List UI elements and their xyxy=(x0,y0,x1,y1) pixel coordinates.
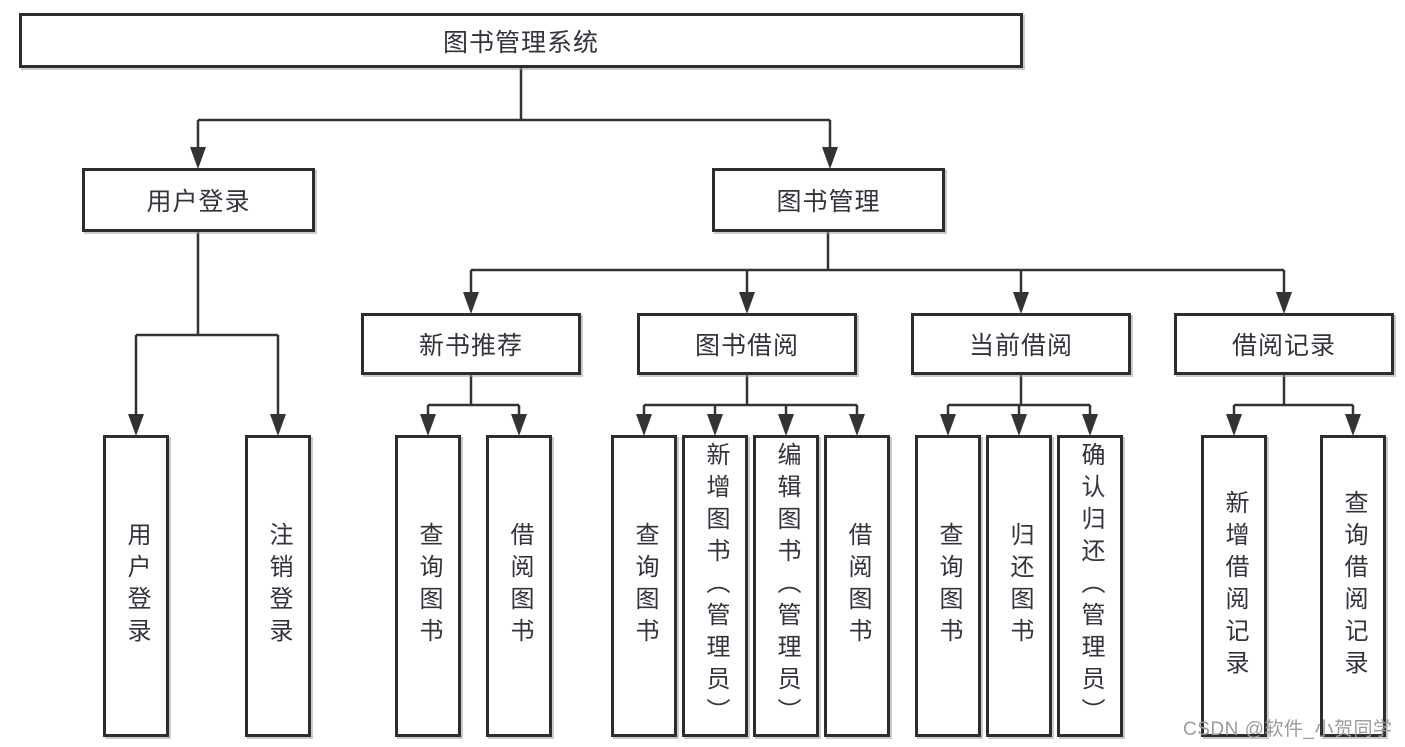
node-label: 图书管理 xyxy=(776,188,881,216)
node-new-book-recommend: 新书推荐 xyxy=(361,313,581,375)
node-label: 查询借阅记录 xyxy=(1340,490,1367,682)
node-label: 借阅图书 xyxy=(506,522,533,650)
leaf-return-books: 归还图书 xyxy=(986,435,1052,737)
leaf-edit-books-admin: 编辑图书（管理员） xyxy=(753,435,819,737)
node-current-borrow: 当前借阅 xyxy=(911,313,1131,375)
leaf-recommend-borrow-books: 借阅图书 xyxy=(486,435,552,737)
leaf-borrow-query-books: 查询图书 xyxy=(611,435,677,737)
node-label: 当前借阅 xyxy=(968,332,1073,360)
leaf-confirm-return-admin: 确认归还（管理员） xyxy=(1057,435,1123,737)
leaf-current-query-books: 查询图书 xyxy=(915,435,981,737)
node-book-borrow: 图书借阅 xyxy=(637,313,857,375)
node-label: 图书借阅 xyxy=(694,332,799,360)
node-book-management: 图书管理 xyxy=(712,168,945,232)
node-root-library-system: 图书管理系统 xyxy=(19,13,1023,68)
leaf-recommend-query-books: 查询图书 xyxy=(395,435,461,737)
node-label: 确认归还（管理员） xyxy=(1077,442,1104,730)
node-label: 新书推荐 xyxy=(418,332,523,360)
leaf-user-login: 用户登录 xyxy=(103,435,169,737)
node-label: 用户登录 xyxy=(123,522,150,650)
node-label: 新增借阅记录 xyxy=(1221,490,1248,682)
node-label: 新增图书（管理员） xyxy=(702,442,729,730)
node-borrow-records: 借阅记录 xyxy=(1174,313,1394,375)
node-label: 图书管理系统 xyxy=(442,28,599,57)
leaf-add-borrow-record: 新增借阅记录 xyxy=(1201,435,1267,737)
node-label: 注销登录 xyxy=(265,522,292,650)
leaf-query-borrow-record: 查询借阅记录 xyxy=(1320,435,1386,737)
arrowhead-icons xyxy=(128,147,1361,436)
node-label: 借阅图书 xyxy=(844,522,871,650)
node-label: 查询图书 xyxy=(935,522,962,650)
node-label: 借阅记录 xyxy=(1231,332,1336,360)
node-user-login: 用户登录 xyxy=(82,168,315,232)
node-label: 归还图书 xyxy=(1006,522,1033,650)
watermark: CSDN @软件_小贺同学 xyxy=(1183,719,1393,740)
node-label: 编辑图书（管理员） xyxy=(773,442,800,730)
node-label: 查询图书 xyxy=(415,522,442,650)
leaf-add-books-admin: 新增图书（管理员） xyxy=(682,435,748,737)
node-label: 查询图书 xyxy=(631,522,658,650)
leaf-logout: 注销登录 xyxy=(245,435,311,737)
leaf-borrow-books: 借阅图书 xyxy=(824,435,890,737)
node-label: 用户登录 xyxy=(146,188,251,216)
